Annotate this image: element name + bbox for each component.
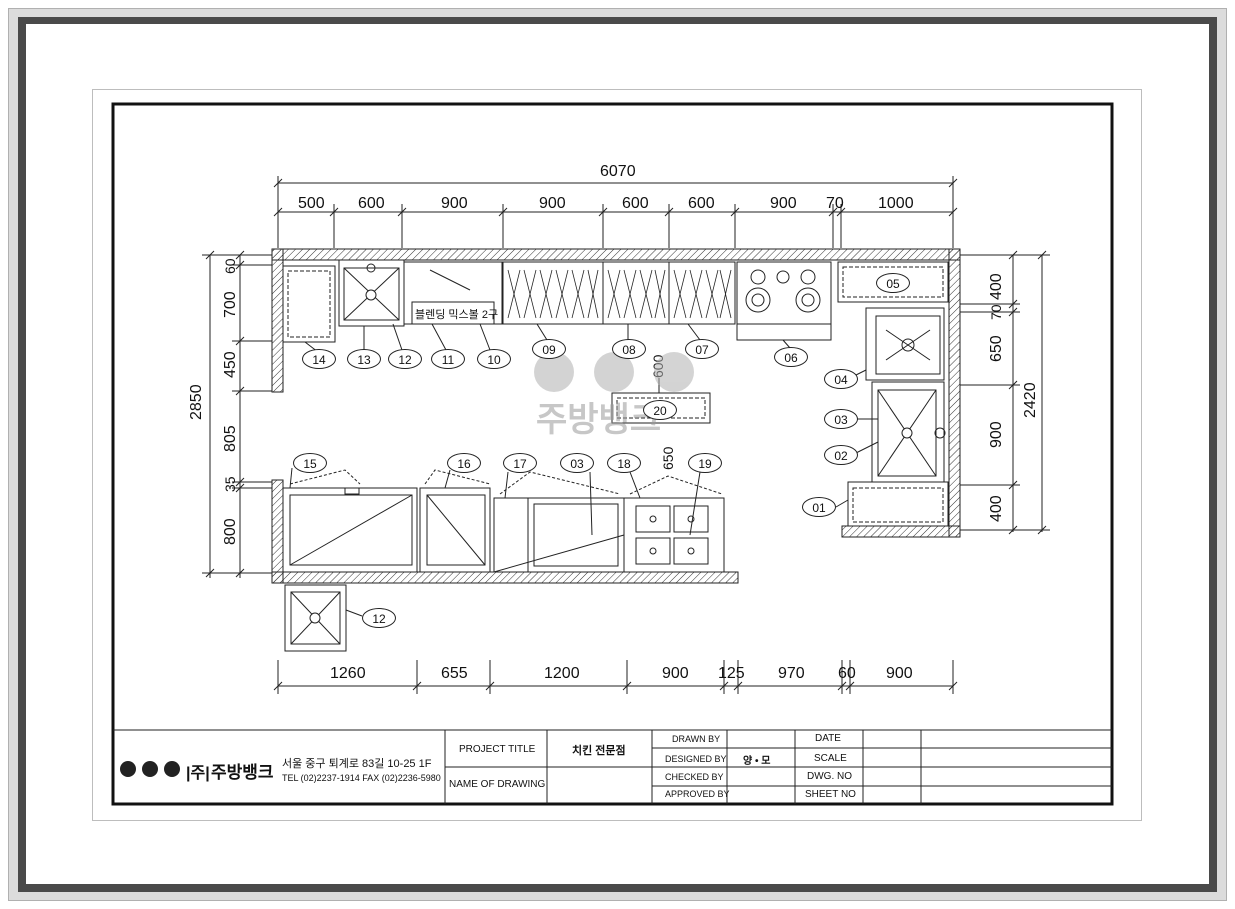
dim-top-7: 900: [770, 195, 797, 212]
dim-right-1: 400: [988, 273, 1005, 300]
equipment-tag-12-bottom: 12: [362, 608, 396, 628]
equipment-tag-03-bottom: 03: [560, 453, 594, 473]
dim-top-1: 500: [298, 195, 325, 212]
dim-overall-top: 6070: [600, 163, 636, 180]
equipment-tag-10: 10: [477, 349, 511, 369]
left-dimension-lines: [202, 250, 272, 578]
dim-left-1: 60: [222, 258, 238, 274]
dim-left-3: 450: [222, 351, 239, 378]
dim-left-4: 805: [222, 425, 239, 452]
dwg-no-label: DWG. NO: [807, 771, 852, 782]
dim-right-5: 400: [988, 495, 1005, 522]
equipment-tag-19: 19: [688, 453, 722, 473]
drawing-border: [111, 102, 1114, 806]
equipment-tag-05: 05: [876, 273, 910, 293]
dim-top-4: 900: [539, 195, 566, 212]
designed-by-value: 양 • 모: [743, 756, 771, 767]
equipment-tag-01: 01: [802, 497, 836, 517]
bottom-dimension-lines: [273, 660, 958, 694]
watermark: 주방뱅크: [528, 348, 708, 444]
watermark-logo-icon: [534, 352, 704, 392]
dim-left-2: 700: [222, 291, 239, 318]
dim-left-overall: 2850: [188, 384, 205, 420]
dim-top-5: 600: [622, 195, 649, 212]
equipment-tag-07: 07: [685, 339, 719, 359]
designed-by-label: DESIGNED BY: [665, 754, 727, 764]
date-label: DATE: [815, 733, 841, 744]
checked-by-label: CHECKED BY: [665, 772, 724, 782]
company-prefix-text: 주: [190, 765, 206, 782]
dim-top-8: 70: [826, 195, 844, 212]
dim-top-6: 600: [688, 195, 715, 212]
equipment-tag-08: 08: [612, 339, 646, 359]
company-prefix: |주|: [186, 765, 210, 782]
sheet-no-label: SHEET NO: [805, 789, 856, 800]
equipment-tag-17: 17: [503, 453, 537, 473]
dim-inner-650: 650: [660, 446, 676, 470]
dim-right-overall: 2420: [1022, 382, 1039, 418]
company-logo: [120, 761, 182, 777]
dim-right-2: 70: [988, 304, 1004, 320]
dim-bottom-4: 900: [662, 665, 689, 682]
dim-right-3: 650: [988, 335, 1005, 362]
equipment-tag-04: 04: [824, 369, 858, 389]
equipment-tag-06: 06: [774, 347, 808, 367]
blending-mixer-box: [411, 301, 495, 325]
project-title-label: PROJECT TITLE: [459, 744, 536, 755]
dim-top-9: 1000: [878, 195, 914, 212]
dim-bottom-5: 125: [718, 665, 745, 682]
equipment-tag-13: 13: [347, 349, 381, 369]
chef-hat-icon: [120, 761, 136, 777]
dim-bottom-3: 1200: [544, 665, 580, 682]
bottom-equipment: [282, 469, 725, 652]
equipment-tag-15: 15: [293, 453, 327, 473]
dim-left-5: 35: [222, 476, 238, 492]
right-dimension-lines: [960, 250, 1050, 535]
approved-by-label: APPROVED BY: [665, 789, 730, 799]
equipment-tag-12: 12: [388, 349, 422, 369]
company-phone: TEL (02)2237-1914 FAX (02)2236-5980: [282, 773, 441, 783]
company-name: 주방뱅크: [211, 763, 274, 782]
dim-top-3: 900: [441, 195, 468, 212]
equipment-tag-20: 20: [643, 400, 677, 420]
top-dimension-lines: [273, 176, 958, 248]
blending-mixer-label: 블렌딩 믹스볼 2구: [415, 309, 499, 321]
walls: [271, 248, 961, 584]
top-equipment: [282, 259, 949, 527]
dim-bottom-6: 970: [778, 665, 805, 682]
equipment-tag-03-right: 03: [824, 409, 858, 429]
dim-left-6: 800: [222, 518, 239, 545]
company-address: 서울 중구 퇴계로 83길 10-25 1F: [282, 758, 432, 770]
dim-bottom-7: 60: [838, 665, 856, 682]
watermark-brand: 주방뱅크: [536, 401, 662, 439]
equipment-tag-09: 09: [532, 339, 566, 359]
equipment-tag-11: 11: [431, 349, 465, 369]
drawn-by-label: DRAWN BY: [672, 734, 721, 744]
equipment-tag-02: 02: [824, 445, 858, 465]
equipment-tag-18: 18: [607, 453, 641, 473]
project-title-value: 치킨 전문점: [572, 745, 626, 757]
dim-top-2: 600: [358, 195, 385, 212]
name-of-drawing-label: NAME OF DRAWING: [449, 779, 546, 790]
fridge-icon: [164, 761, 180, 777]
equipment-tag-16: 16: [447, 453, 481, 473]
leader-lines: [289, 323, 879, 617]
dim-bottom-2: 655: [441, 665, 468, 682]
dim-bottom-8: 900: [886, 665, 913, 682]
dim-bottom-1: 1260: [330, 665, 366, 682]
scale-label: SCALE: [814, 753, 847, 764]
dim-right-4: 900: [988, 421, 1005, 448]
cutlery-icon: [142, 761, 158, 777]
equipment-tag-14: 14: [302, 349, 336, 369]
